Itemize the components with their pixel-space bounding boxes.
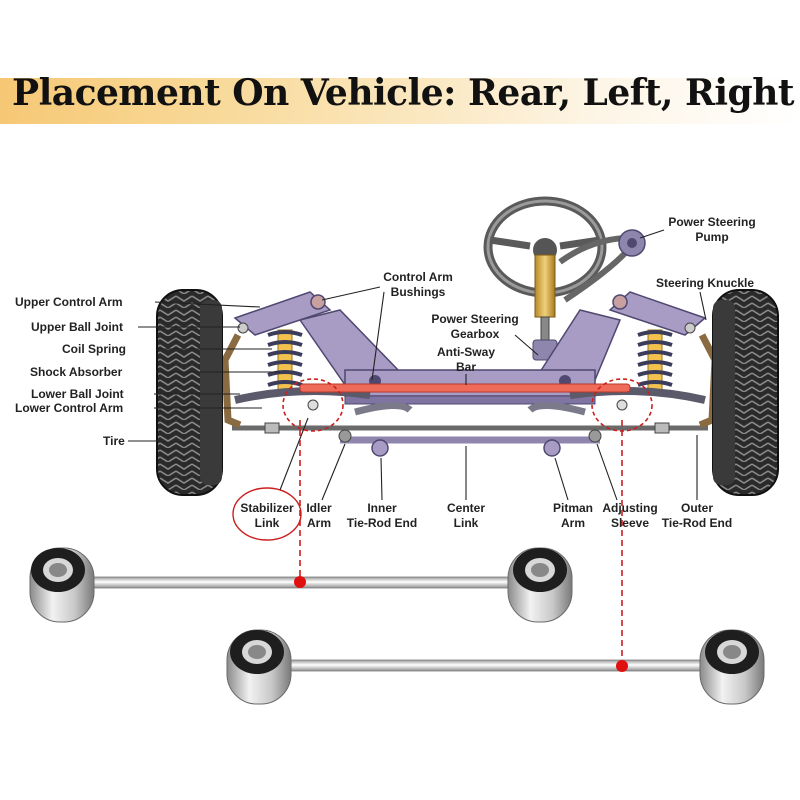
title-band [0,78,800,124]
top-labels: Control Arm Bushings Power Steering Gear… [321,215,756,385]
label-outer-tie-rod-end-1: Outer [681,501,713,515]
left-labels: Upper Control Arm Upper Ball Joint Coil … [15,295,280,448]
stabilizer-link-product-2 [226,629,765,705]
label-adjusting-sleeve-1: Adjusting [602,501,657,515]
label-anti-sway-bar-2: Bar [456,360,476,374]
label-inner-tie-rod-end-1: Inner [367,501,397,515]
label-power-steering-gearbox-1: Power Steering [431,312,518,326]
coil-springs [267,329,673,393]
label-adjusting-sleeve-2: Sleeve [611,516,649,530]
label-power-steering-pump-1: Power Steering [668,215,755,229]
label-stabilizer-link-1: Stabilizer [240,501,294,515]
label-steering-knuckle: Steering Knuckle [656,276,754,290]
stabilizer-link-highlight-left [282,378,344,432]
anti-sway-bar [299,383,631,393]
tire-right [712,289,779,496]
label-power-steering-pump-2: Pump [695,230,728,244]
page-title: Placement On Vehicle: Rear, Left, Right [12,72,795,114]
label-idler-arm-2: Arm [307,516,331,530]
label-lower-ball-joint: Lower Ball Joint [31,387,124,401]
label-shock-absorber: Shock Absorber [30,365,123,379]
label-outer-tie-rod-end-2: Tie-Rod End [662,516,732,530]
marker-dot-left [294,576,306,588]
upper-control-arms [233,291,707,336]
label-upper-ball-joint: Upper Ball Joint [31,320,123,334]
steering-linkage [232,422,708,457]
lower-control-arms [234,387,706,416]
label-stabilizer-link-2: Link [255,516,280,530]
label-control-arm-bushings-2: Bushings [391,285,446,299]
label-lower-control-arm: Lower Control Arm [15,401,123,415]
label-power-steering-gearbox-2: Gearbox [451,327,500,341]
label-anti-sway-bar-1: Anti-Sway [437,345,495,359]
label-idler-arm-1: Idler [306,501,332,515]
label-pitman-arm-2: Arm [561,516,585,530]
label-inner-tie-rod-end-2: Tie-Rod End [347,516,417,530]
label-center-link-1: Center [447,501,485,515]
label-control-arm-bushings-1: Control Arm [383,270,453,284]
label-coil-spring: Coil Spring [62,342,126,356]
stabilizer-link-label-ring [232,487,302,541]
marker-dot-right [616,660,628,672]
label-center-link-2: Link [454,516,479,530]
label-pitman-arm-1: Pitman [553,501,593,515]
label-upper-control-arm: Upper Control Arm [15,295,123,309]
label-tire: Tire [103,434,125,448]
bottom-labels: Stabilizer Link Idler Arm Inner Tie-Rod … [232,417,732,541]
tire-left [156,289,223,496]
power-steering-pump [558,229,646,303]
steering-wheel [483,196,607,361]
